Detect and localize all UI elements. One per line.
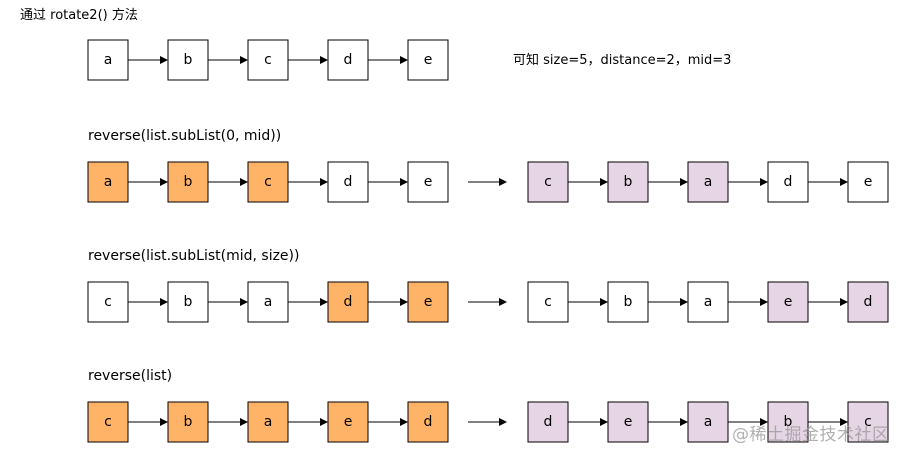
node-value: c <box>864 414 872 430</box>
node-value: c <box>104 294 112 310</box>
node-value: b <box>184 414 193 430</box>
step-label-1: reverse(list.subList(0, mid)) <box>88 128 282 144</box>
node-value: d <box>344 52 353 68</box>
list-node <box>407 39 449 81</box>
list-node <box>247 161 289 203</box>
list-node <box>607 281 649 323</box>
node-value: a <box>264 294 273 310</box>
node-value: d <box>864 294 873 310</box>
node-value: b <box>624 294 633 310</box>
node-value: d <box>784 174 793 190</box>
list-node <box>87 39 129 81</box>
list-node <box>407 161 449 203</box>
node-value: e <box>344 414 353 430</box>
size-note: 可知 size=5，distance=2，mid=3 <box>513 53 732 68</box>
node-value: a <box>704 414 713 430</box>
node-value: c <box>264 52 272 68</box>
node-value: d <box>344 174 353 190</box>
list-node <box>247 401 289 443</box>
node-value: e <box>424 174 433 190</box>
node-value: d <box>344 294 353 310</box>
node-value: c <box>264 174 272 190</box>
node-value: e <box>424 52 433 68</box>
node-value: e <box>784 294 793 310</box>
list-node <box>607 161 649 203</box>
watermark: @稀土掘金技术社区 <box>732 425 890 445</box>
list-node <box>687 401 729 443</box>
step-label-2: reverse(list.subList(mid, size)) <box>88 248 300 264</box>
node-value: a <box>104 52 113 68</box>
list-node <box>247 39 289 81</box>
list-node <box>87 161 129 203</box>
node-value: a <box>264 414 273 430</box>
list-node <box>167 281 209 323</box>
node-value: c <box>104 414 112 430</box>
node-value: b <box>784 414 793 430</box>
list-node <box>687 161 729 203</box>
list-node <box>167 401 209 443</box>
node-value: c <box>544 174 552 190</box>
list-node <box>527 281 569 323</box>
step-label-3: reverse(list) <box>88 368 173 384</box>
diagram-title: 通过 rotate2() 方法 <box>20 8 138 23</box>
node-value: a <box>704 174 713 190</box>
node-value: b <box>184 294 193 310</box>
node-value: d <box>424 414 433 430</box>
node-value: b <box>184 52 193 68</box>
list-node <box>407 401 449 443</box>
node-value: b <box>624 174 633 190</box>
list-node <box>687 281 729 323</box>
list-node <box>327 281 369 323</box>
list-node <box>167 39 209 81</box>
list-node <box>407 281 449 323</box>
list-node <box>847 161 889 203</box>
node-value: a <box>104 174 113 190</box>
list-node <box>847 401 889 443</box>
list-node <box>327 39 369 81</box>
node-value: c <box>544 294 552 310</box>
list-node <box>767 401 809 443</box>
node-value: b <box>184 174 193 190</box>
list-node <box>87 281 129 323</box>
list-node <box>527 401 569 443</box>
node-value: e <box>624 414 633 430</box>
node-value: e <box>424 294 433 310</box>
list-node <box>767 161 809 203</box>
node-value: d <box>544 414 553 430</box>
node-value: e <box>864 174 873 190</box>
node-value: a <box>704 294 713 310</box>
list-node <box>167 161 209 203</box>
list-node <box>847 281 889 323</box>
